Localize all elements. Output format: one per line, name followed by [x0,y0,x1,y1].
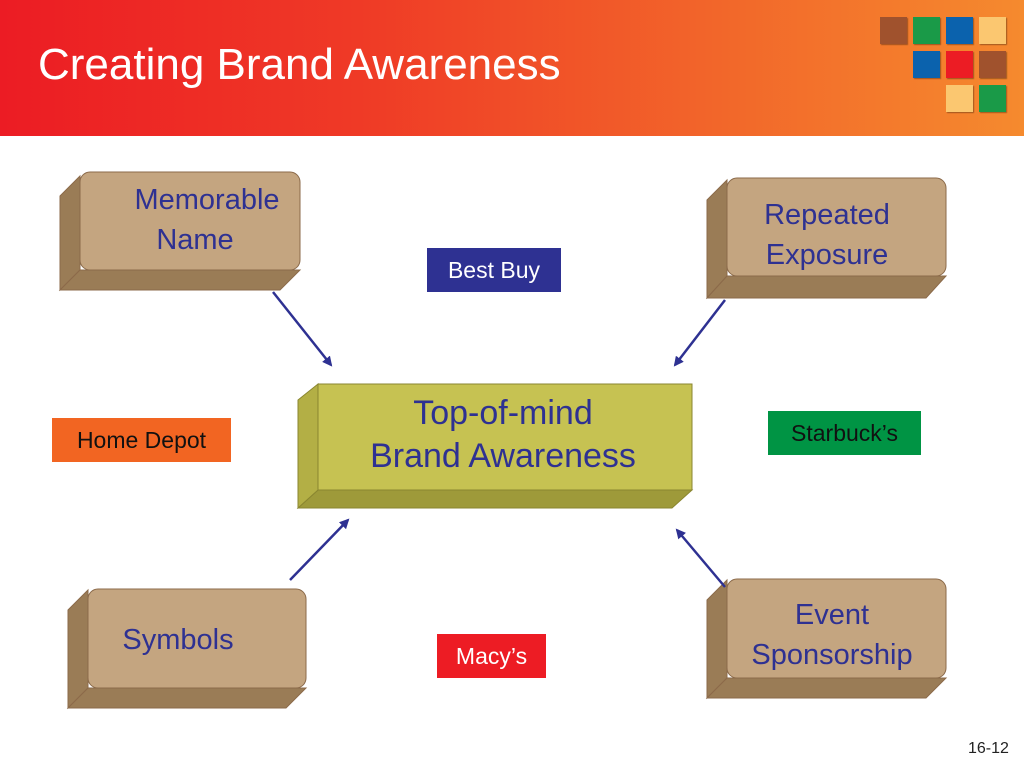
factor-label-line: Name [156,224,234,256]
arrow-sponsorship-to-center [675,528,726,588]
factor-label-repeated-exposure: Repeated Exposure [737,195,917,275]
example-tag-home-depot: Home Depot [52,418,231,462]
factor-label-event-sponsorship: Event Sponsorship [727,595,937,675]
arrow-memorable-to-center [272,291,333,367]
page-number: 16-12 [968,740,1009,757]
center-label-line: Brand Awareness [370,437,636,475]
center-box [296,382,694,510]
decor-square [946,17,973,44]
decor-square [913,17,940,44]
decor-square [946,51,973,78]
factor-label-line: Symbols [122,624,234,656]
decor-square [979,17,1006,44]
example-tag-macys: Macy’s [437,634,546,678]
factor-label-line: Exposure [765,239,889,271]
center-label-line: Top-of-mind [413,394,593,432]
factor-label-line: Repeated [764,199,890,231]
decor-square [880,17,907,44]
example-tag-starbucks: Starbuck’s [768,411,921,455]
factor-box-repeated-exposure [705,177,948,300]
factor-label-memorable-name: Memorable Name [100,180,290,260]
factor-box-event-sponsorship [705,578,948,700]
factor-label-symbols: Symbols [98,620,258,660]
slide-header [0,0,1024,136]
decor-square [979,85,1006,112]
decor-square [979,51,1006,78]
arrow-symbols-to-center [289,518,350,581]
factor-label-line: Sponsorship [751,639,913,671]
factor-box-memorable-name [58,171,302,292]
slide-title: Creating Brand Awareness [38,40,561,89]
decor-square [946,85,973,112]
example-tag-best-buy: Best Buy [427,248,561,292]
arrow-exposure-to-center [673,299,726,367]
factor-label-line: Memorable [134,184,280,216]
factor-box-symbols [66,588,308,710]
decor-square [913,51,940,78]
center-label: Top-of-mind Brand Awareness [318,392,688,478]
factor-label-line: Event [794,599,870,631]
